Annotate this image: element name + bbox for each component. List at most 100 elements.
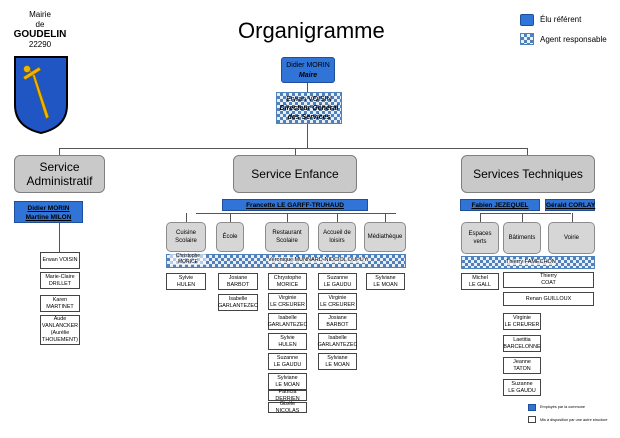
person-name-line: Aude: [53, 316, 67, 322]
sub-service-box: Restaurant Scolaire: [265, 222, 309, 252]
connector: [307, 83, 308, 92]
admin-elected-box: Didier MORIN Martine MILON: [14, 201, 83, 223]
service-title-2: Administratif: [26, 174, 93, 188]
tech-elected-box-2: Gérald CORLAY: [545, 199, 595, 211]
person-name-line: Thierry: [540, 273, 557, 279]
person-name-line: Josiane: [328, 314, 347, 321]
person-name-line: Sylvie: [178, 274, 194, 281]
person-name-line: LE MOAN: [275, 381, 300, 388]
sub-service-box: Espaces verts: [461, 222, 499, 254]
person-name-line: DRILLET: [48, 280, 72, 287]
legend-agent-swatch: [520, 33, 534, 45]
person-name-line: Chrystophe: [273, 274, 302, 281]
person-name-line: LE GALL: [469, 281, 491, 288]
dg-role-1: Directeur Général: [279, 105, 339, 112]
sub-service-box: École: [216, 222, 244, 252]
person-name-line: BARCELONNE: [503, 343, 541, 350]
town-header: Mairie de GOUDELIN 22290: [10, 10, 70, 50]
person-name-line: NICOLAS: [275, 407, 300, 414]
dg-role-2: des Services: [287, 114, 331, 121]
dg-name: Erwan VOISIN: [286, 96, 332, 103]
person-name-line: Sylviane: [375, 274, 396, 281]
person-name-line: Josiane: [228, 274, 248, 281]
enfance-elected-name: Francette LE GARFF-TRUHAUD: [246, 202, 344, 209]
legend-agent-label: Agent responsable: [540, 35, 607, 44]
person-name-line: THOUEMENT): [42, 337, 78, 343]
small-legend-employee-swatch: [528, 404, 536, 411]
person-name-line: TATON: [513, 365, 531, 372]
person-name-line: Isabelle: [328, 334, 347, 341]
page-title: Organigramme: [238, 18, 385, 43]
connector: [571, 213, 573, 222]
service-title: Services Techniques: [473, 167, 583, 181]
connector: [385, 213, 386, 222]
legend-elected-label: Élu référent: [540, 15, 582, 24]
connector: [522, 213, 523, 222]
person-name-line: Suzanne: [276, 354, 299, 361]
person-name-line: LE CREURER: [504, 321, 540, 328]
mayor-box: Didier MORIN Maire: [281, 57, 335, 83]
sub-service-box: Cuisine Scolaire: [166, 222, 206, 252]
person-name-line: GARLANTEZEC: [267, 321, 308, 328]
person-name-line: BARBOT: [226, 281, 250, 288]
mayor-role: Maire: [298, 72, 318, 79]
connector: [337, 213, 338, 222]
person-name-line: LE MOAN: [373, 281, 398, 288]
person-name-line: Marie-Claire: [45, 273, 75, 280]
person-name-line: VANLANCKER: [41, 323, 79, 329]
mairie-label: Mairie: [29, 10, 51, 19]
person-name-line: Isabelle: [278, 314, 297, 321]
admin-agent-box: Erwan VOISIN: [40, 252, 80, 269]
admin-agent-name: Erwan VOISIN: [42, 257, 78, 264]
person-name-line: Sylviane: [277, 374, 298, 381]
person-name-line: Sylviane: [327, 354, 348, 361]
small-legend-external-label: Mis à disposition par une autre structur…: [540, 418, 608, 422]
person-name-line: HULEN: [278, 341, 297, 348]
legend-elected-swatch: [520, 14, 534, 26]
mayor-name: Didier MORIN: [286, 62, 330, 69]
connector: [186, 213, 187, 222]
sub-service-box: Voirie: [548, 222, 595, 254]
dg-box: Erwan VOISIN Directeur Général des Servi…: [276, 92, 342, 124]
service-enfance: Service Enfance: [233, 155, 357, 193]
small-legend-external-swatch: [528, 416, 536, 423]
person-name-line: Suzanne: [511, 380, 533, 387]
tech-elected-name-2: Gérald CORLAY: [546, 202, 596, 209]
connector: [480, 213, 481, 222]
town-name: GOUDELIN: [13, 29, 67, 40]
service-title-1: Service: [39, 160, 80, 174]
connector: [230, 213, 231, 222]
person-name-line: Laetitia: [513, 336, 531, 343]
sub-service-box: Médiathèque: [364, 222, 406, 252]
admin-elected-2: Martine MILON: [25, 214, 72, 221]
admin-elected-1: Didier MORIN: [27, 205, 70, 212]
person-name-line: Jeanne: [513, 358, 531, 365]
connector: [196, 213, 396, 214]
person-name-line: Suzanne: [326, 274, 349, 281]
connector: [295, 148, 296, 155]
person-name-line: DERRIEN: [275, 395, 300, 402]
person-name-line: LE CREURER: [270, 301, 305, 308]
person-name-line: LE GAUDU: [508, 387, 536, 394]
connector: [59, 223, 60, 252]
connector: [307, 124, 308, 148]
